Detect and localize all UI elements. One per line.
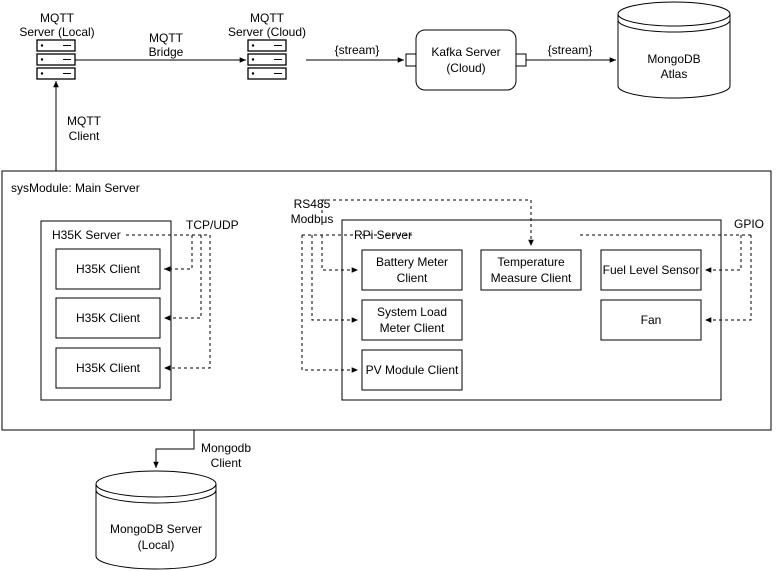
battery-meter-label-1: Battery Meter xyxy=(376,255,448,269)
mqtt-local-label-1: MQTT xyxy=(40,11,75,25)
gpio-label: GPIO xyxy=(734,217,764,231)
gpio-connectors xyxy=(580,234,752,323)
mqtt-client-label-1: MQTT xyxy=(67,114,102,128)
h35k-client-box-2 xyxy=(55,297,161,339)
mqtt-cloud-label-2: Server (Cloud) xyxy=(228,25,306,39)
mqtt-client-label-2: Client xyxy=(69,129,100,143)
mongodb-client-arrow xyxy=(153,430,195,468)
temperature-label-2: Measure Client xyxy=(491,271,572,285)
battery-meter-client-box xyxy=(361,249,463,291)
mongodb-client-label-2: Client xyxy=(211,456,242,470)
rs485-label-2: Modbus xyxy=(291,212,334,226)
mqtt-cloud-server-icon xyxy=(247,39,287,80)
mongodb-local-label-1: MongoDB Server xyxy=(110,522,202,536)
h35k-client-label-1: H35K Client xyxy=(76,262,141,276)
main-server-box xyxy=(1,170,772,431)
fuel-level-label: Fuel Level Sensor xyxy=(603,263,700,277)
temperature-label-1: Temperature xyxy=(497,255,565,269)
kafka-server-box xyxy=(405,29,527,91)
kafka-label-2: (Cloud) xyxy=(446,61,485,75)
mongodb-client-label-1: Mongodb xyxy=(201,441,251,455)
system-load-client-box xyxy=(361,299,463,341)
stream-right-label: {stream} xyxy=(548,43,593,57)
battery-meter-label-2: Client xyxy=(397,271,428,285)
mongodb-atlas-label-1: MongoDB xyxy=(647,52,700,66)
mongodb-local-cylinder xyxy=(95,470,217,570)
system-load-label-2: Meter Client xyxy=(380,321,445,335)
rs485-label-1: RS485 xyxy=(294,197,331,211)
fan-label: Fan xyxy=(641,313,662,327)
temperature-client-box xyxy=(480,249,582,291)
main-server-title: sysModule: Main Server xyxy=(11,181,140,195)
h35k-client-label-2: H35K Client xyxy=(76,311,141,325)
mqtt-bridge-label-1: MQTT xyxy=(149,31,184,45)
fan-box xyxy=(600,299,702,341)
h35k-server-title: H35K Server xyxy=(52,228,121,242)
mqtt-local-server-icon xyxy=(36,39,76,80)
tcp-udp-label: TCP/UDP xyxy=(186,218,239,232)
system-load-label-1: System Load xyxy=(377,305,447,319)
pv-module-label: PV Module Client xyxy=(366,363,459,377)
h35k-client-label-3: H35K Client xyxy=(76,361,141,375)
stream-left-label: {stream} xyxy=(335,43,380,57)
kafka-label-1: Kafka Server xyxy=(431,45,500,59)
mongodb-atlas-cylinder xyxy=(617,1,731,99)
mongodb-atlas-label-2: Atlas xyxy=(661,67,688,81)
h35k-client-box-3 xyxy=(55,347,161,389)
mongodb-local-label-2: (Local) xyxy=(138,538,175,552)
pv-module-client-box xyxy=(361,349,463,391)
h35k-client-box-1 xyxy=(55,248,161,290)
fuel-level-sensor-box xyxy=(600,249,702,291)
mqtt-cloud-label-1: MQTT xyxy=(250,11,285,25)
rpi-server-title: RPi Server xyxy=(354,228,412,242)
tcp-udp-connectors xyxy=(126,234,211,371)
mqtt-local-label-2: Server (Local) xyxy=(19,25,94,39)
mqtt-bridge-label-2: Bridge xyxy=(149,45,184,59)
rs485-connectors xyxy=(301,199,534,373)
